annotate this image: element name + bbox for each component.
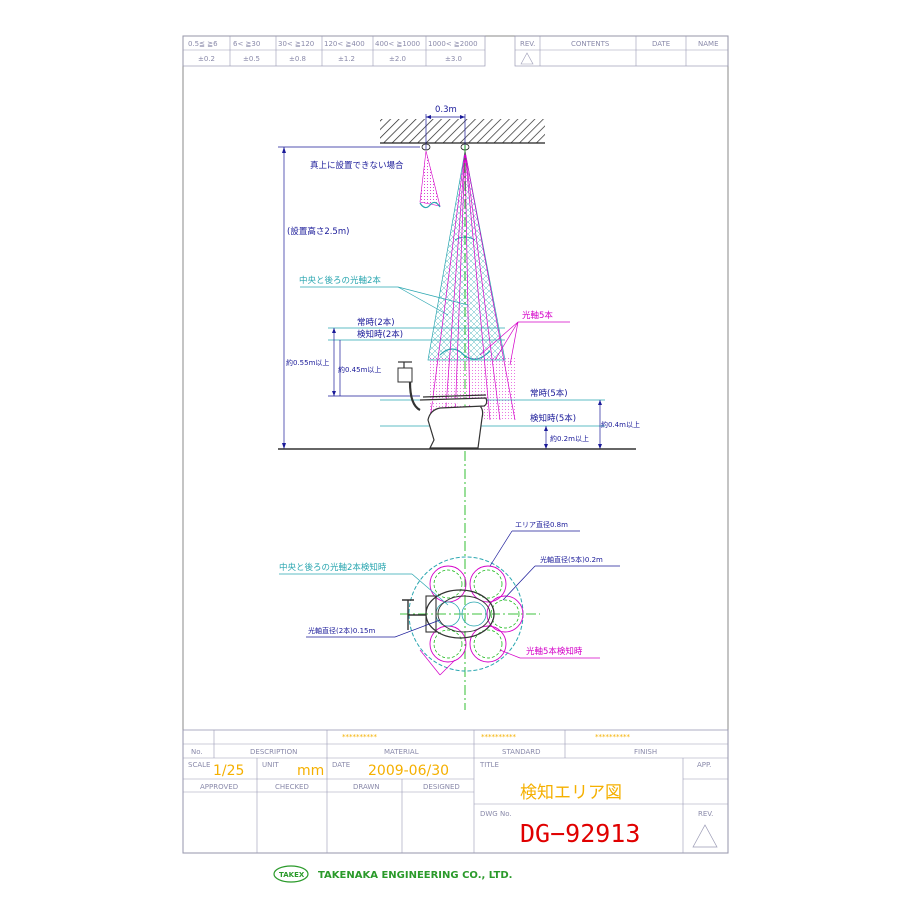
axis5-label: 光軸5本 — [522, 310, 553, 321]
tol-range-5: 400< ≧1000 — [375, 40, 420, 48]
title-block: ********** ********** ********** No. DES… — [182, 729, 729, 854]
tol-range-6: 1000< ≧2000 — [428, 40, 478, 48]
date-value: 2009-06/30 — [368, 763, 449, 779]
rev-header-rev: REV. — [520, 40, 535, 48]
h045-label: 約0.45m以上 — [338, 365, 381, 374]
tolerance-table: 0.5≦ ≧6 6< ≧30 30< ≧120 120< ≧400 400< ≧… — [182, 35, 486, 67]
no-label: No. — [191, 748, 203, 756]
axis5-detect-label: 光軸5本検知時 — [526, 646, 583, 657]
tol-value-5: ±2.0 — [389, 55, 406, 63]
title-label: TITLE — [479, 761, 499, 769]
tol-range-4: 120< ≧400 — [324, 40, 365, 48]
material-label: MATERIAL — [384, 748, 419, 756]
standard-label: STANDARD — [502, 748, 541, 756]
alt-sensor-icon — [421, 143, 431, 151]
ceiling-hatch — [380, 119, 545, 143]
scale-label: SCALE — [188, 761, 210, 769]
tol-range-2: 6< ≧30 — [233, 40, 260, 48]
logo-text: TAKEX — [279, 871, 305, 879]
tol-range-3: 30< ≧120 — [278, 40, 314, 48]
top-view: エリア直径0.8m 光軸直径(5本)0.2m 中央と後ろの光軸2本検知時 光軸直… — [279, 520, 620, 676]
material-stars: ********** — [342, 733, 378, 741]
dwg-number: DG−92913 — [520, 819, 640, 848]
rev-header-contents: CONTENTS — [571, 40, 610, 48]
install-height-label: (設置高さ2.5m) — [287, 226, 349, 237]
rev-triangle-icon — [520, 52, 534, 65]
checked-label: CHECKED — [275, 783, 309, 791]
revision-table: REV. CONTENTS DATE NAME — [514, 35, 729, 67]
approved-label: APPROVED — [200, 783, 238, 791]
tol-value-6: ±3.0 — [445, 55, 462, 63]
detect5-label: 検知時(5本) — [530, 413, 576, 424]
toilet-top-icon — [402, 589, 495, 639]
normal2-label: 常時(2本) — [357, 317, 395, 328]
tol-value-3: ±0.8 — [289, 55, 306, 63]
finish-stars: ********** — [595, 733, 631, 741]
alt-mount-label: 真上に設置できない場合 — [310, 160, 404, 171]
designed-label: DESIGNED — [423, 783, 460, 791]
distance-label: 0.3m — [435, 105, 457, 115]
rev-header-name: NAME — [698, 40, 719, 48]
app-label: APP. — [697, 761, 711, 769]
center-rear-label: 中央と後ろの光軸2本 — [299, 275, 381, 286]
side-view: 0.3m 真上に設置できない場合 (設置高さ2.5m) — [278, 105, 640, 710]
toilet-side-icon — [397, 361, 488, 449]
unit-value: mm — [297, 763, 324, 779]
axis2-diameter-label: 光軸直径(2本)0.15m — [308, 626, 376, 635]
description-label: DESCRIPTION — [250, 748, 297, 756]
company-name: TAKENAKA ENGINEERING CO., LTD. — [318, 870, 512, 881]
scale-value: 1/25 — [213, 763, 244, 779]
axis5-diameter-label: 光軸直径(5本)0.2m — [540, 555, 603, 564]
company-footer: TAKEX TAKENAKA ENGINEERING CO., LTD. — [273, 865, 512, 883]
drawn-label: DRAWN — [353, 783, 380, 791]
tol-value-4: ±1.2 — [338, 55, 355, 63]
h04-label: 約0.4m以上 — [601, 420, 640, 429]
h02-label: 約0.2m以上 — [550, 434, 589, 443]
rev-triangle-icon-2 — [692, 824, 718, 848]
finish-label: FINISH — [634, 748, 657, 756]
tol-value-2: ±0.5 — [243, 55, 260, 63]
rev-header-date: DATE — [652, 40, 670, 48]
date-label: DATE — [332, 761, 350, 769]
rev-label: REV. — [698, 810, 713, 818]
takex-logo — [273, 865, 309, 883]
normal5-label: 常時(5本) — [530, 388, 568, 399]
detect2-label: 検知時(2本) — [357, 329, 403, 340]
dwg-label: DWG No. — [480, 810, 512, 818]
tol-range-1: 0.5≦ ≧6 — [188, 40, 218, 48]
title-value: 検知エリア図 — [520, 783, 622, 803]
center-rear-detect-label: 中央と後ろの光軸2本検知時 — [279, 562, 387, 573]
area-diameter-label: エリア直径0.8m — [515, 520, 568, 529]
unit-label: UNIT — [262, 761, 279, 769]
standard-stars: ********** — [481, 733, 517, 741]
h055-label: 約0.55m以上 — [286, 358, 329, 367]
axis5-circles — [429, 565, 524, 663]
tol-value-1: ±0.2 — [198, 55, 215, 63]
